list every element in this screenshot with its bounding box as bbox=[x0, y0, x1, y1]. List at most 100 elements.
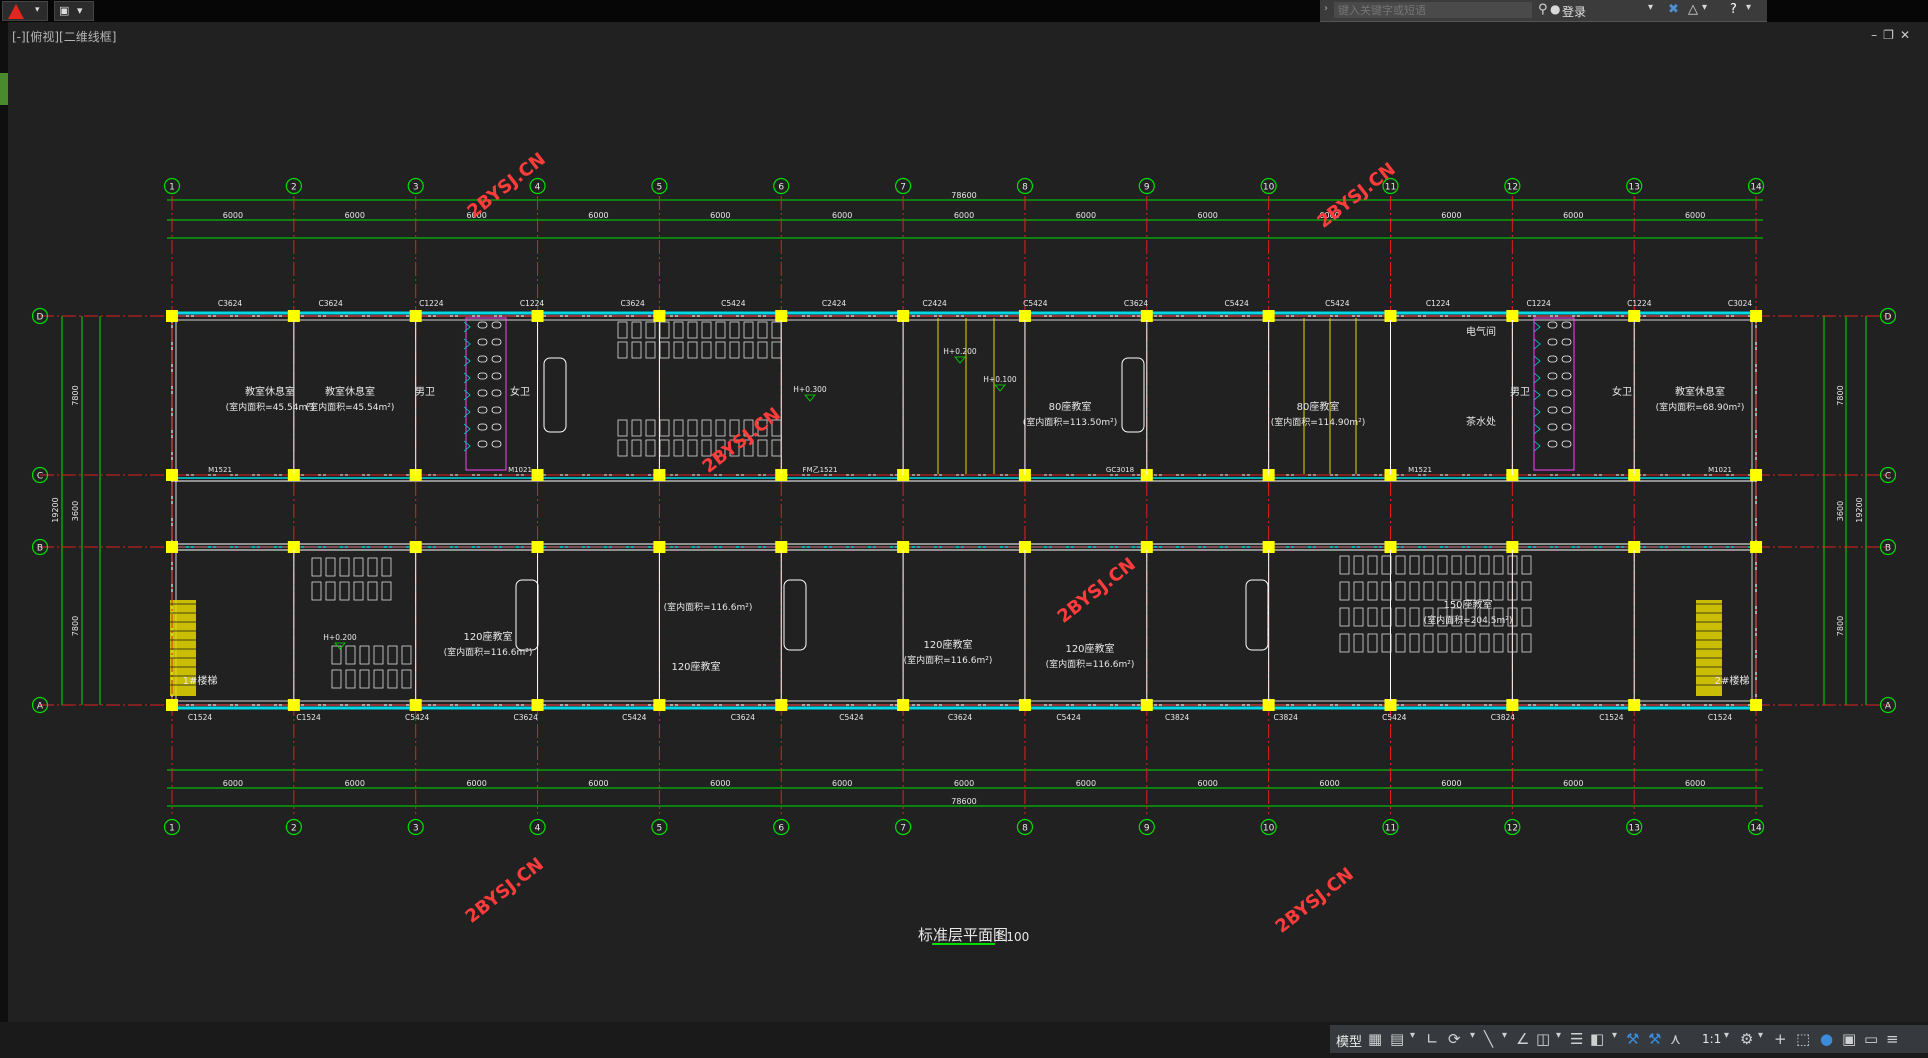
binoculars-icon[interactable]: ⚲ bbox=[1538, 2, 1548, 17]
structural-column bbox=[653, 699, 666, 711]
desk bbox=[771, 419, 782, 437]
workspace-gear-icon[interactable]: ⚙ bbox=[1740, 1030, 1754, 1048]
window-tag: C3824 bbox=[1274, 713, 1299, 722]
structural-column bbox=[531, 310, 544, 322]
toilet-fixture bbox=[1561, 372, 1572, 380]
annotation-scale-value[interactable]: 1:1 bbox=[1702, 1032, 1722, 1046]
room-area: (室内面积=114.90m²) bbox=[1271, 416, 1365, 428]
transparency-icon[interactable]: ◧ bbox=[1590, 1030, 1605, 1048]
minimize-icon[interactable]: – bbox=[1871, 28, 1884, 42]
login-label[interactable]: 登录 bbox=[1562, 5, 1587, 19]
toilet-fixture bbox=[1547, 423, 1558, 431]
desk bbox=[673, 321, 684, 339]
clean-screen-icon[interactable]: ▭ bbox=[1864, 1030, 1879, 1048]
desk bbox=[771, 321, 782, 339]
chevron-down-icon[interactable]: ▾ bbox=[1724, 1030, 1730, 1041]
structural-column bbox=[166, 541, 178, 553]
bay-dimension: 6000 bbox=[832, 779, 852, 788]
viewport-controls-label[interactable]: [-][俯视][二维线框] bbox=[12, 30, 117, 44]
desk bbox=[631, 341, 642, 359]
grid-bubble bbox=[1879, 696, 1897, 714]
desk bbox=[771, 341, 782, 359]
bay-dimension: 6000 bbox=[1563, 211, 1583, 220]
window-tag: C5424 bbox=[1023, 299, 1048, 308]
toilet-fixture bbox=[1561, 321, 1572, 329]
plus-icon[interactable]: + bbox=[1774, 1030, 1787, 1048]
depth-dimension: 3600 bbox=[71, 501, 80, 521]
chevron-down-icon[interactable]: ▾ bbox=[1612, 1030, 1618, 1041]
palette-indicator bbox=[0, 73, 8, 105]
level-triangle bbox=[334, 642, 346, 650]
chevron-down-icon[interactable]: ▾ bbox=[1470, 1030, 1476, 1041]
chevron-down-icon[interactable]: ▾ bbox=[1758, 1030, 1764, 1041]
quick-properties-icon[interactable]: ▣ bbox=[1842, 1030, 1857, 1048]
chevron-down-icon[interactable]: ▾ bbox=[77, 4, 83, 17]
snap-icon[interactable]: ▤ bbox=[1390, 1030, 1405, 1048]
grid-icon[interactable]: ▦ bbox=[1368, 1030, 1383, 1048]
expand-arrow-icon[interactable]: › bbox=[1324, 3, 1328, 14]
customization-icon[interactable]: ≡ bbox=[1886, 1030, 1899, 1048]
desk bbox=[729, 419, 740, 437]
annotation-visibility-icon[interactable]: ⚒ bbox=[1648, 1030, 1662, 1048]
grid-bubble bbox=[1382, 818, 1399, 836]
application-menu-button[interactable]: ▾ bbox=[2, 1, 48, 21]
desk bbox=[673, 419, 684, 437]
chevron-down-icon[interactable]: ▾ bbox=[1702, 2, 1708, 13]
grid-letter-label: C bbox=[1885, 472, 1891, 482]
exchange-icon[interactable]: ✖ bbox=[1668, 2, 1679, 17]
window-tag: C5424 bbox=[405, 713, 430, 722]
polar-icon[interactable]: ⟳ bbox=[1448, 1030, 1461, 1048]
desk bbox=[673, 439, 684, 457]
structural-column bbox=[1140, 310, 1153, 322]
hardware-acceleration-icon[interactable]: ● bbox=[1820, 1030, 1834, 1048]
desk bbox=[645, 321, 656, 339]
grid-bubble bbox=[31, 466, 49, 484]
quick-access-toolbar[interactable]: ▣ ▾ bbox=[54, 1, 94, 21]
status-toolbar: 模型 ▦ ▤ ▾ ∟ ⟳ ▾ ╲ ▾ ∠ ◫ ▾ ☰ ◧ ▾ ⚒ ⚒ ⋏ 1:1… bbox=[1330, 1025, 1928, 1053]
urinal-partition bbox=[1533, 355, 1541, 367]
annotation-scale-icon[interactable]: ⚒ bbox=[1626, 1030, 1640, 1048]
chevron-down-icon[interactable]: ▾ bbox=[1648, 2, 1654, 13]
chevron-down-icon[interactable]: ▾ bbox=[1746, 2, 1752, 13]
search-input[interactable] bbox=[1334, 2, 1532, 18]
grid-bubble bbox=[1626, 818, 1643, 836]
urinal-partition bbox=[1533, 440, 1541, 452]
bay-dimension: 6000 bbox=[954, 211, 974, 220]
close-icon[interactable]: ✕ bbox=[1899, 28, 1916, 42]
isolate-objects-icon[interactable]: ⬚ bbox=[1796, 1030, 1811, 1048]
chevron-down-icon[interactable]: ▾ bbox=[1502, 1030, 1508, 1041]
isodraft-icon[interactable]: ╲ bbox=[1484, 1030, 1494, 1048]
structural-column bbox=[531, 699, 544, 711]
desk bbox=[1493, 633, 1504, 653]
door-tag: M1521 bbox=[1408, 466, 1432, 474]
chevron-down-icon[interactable]: ▾ bbox=[1556, 1030, 1562, 1041]
room-area: (室内面积=45.54m²) bbox=[226, 401, 315, 413]
desk bbox=[359, 669, 370, 689]
restore-icon[interactable]: ❐ bbox=[1883, 28, 1900, 42]
toilet-fixture bbox=[1547, 440, 1558, 448]
window-tag: C1224 bbox=[1627, 299, 1652, 308]
grid-number-label: 3 bbox=[413, 824, 419, 834]
window-tag: C5424 bbox=[622, 713, 647, 722]
structural-column bbox=[409, 699, 422, 711]
model-tab[interactable]: 模型 bbox=[1336, 1035, 1363, 1050]
desk bbox=[1409, 555, 1420, 575]
desk bbox=[1437, 633, 1448, 653]
toilet-fixture bbox=[491, 338, 502, 346]
help-icon[interactable]: ? bbox=[1730, 2, 1737, 17]
a360-icon[interactable]: △ bbox=[1688, 2, 1698, 17]
desk bbox=[1367, 607, 1378, 627]
save-icon[interactable]: ▣ bbox=[59, 4, 70, 17]
osnap-icon[interactable]: ∠ bbox=[1516, 1030, 1530, 1048]
desk bbox=[1423, 555, 1434, 575]
desk bbox=[743, 439, 754, 457]
ortho-icon[interactable]: ∟ bbox=[1426, 1030, 1439, 1048]
otrack-icon[interactable]: ◫ bbox=[1536, 1030, 1551, 1048]
chevron-down-icon[interactable]: ▾ bbox=[1410, 1030, 1416, 1041]
desk bbox=[1423, 607, 1434, 627]
autoscale-icon[interactable]: ⋏ bbox=[1670, 1030, 1681, 1048]
structural-column bbox=[775, 310, 788, 322]
desk bbox=[617, 341, 628, 359]
lineweight-icon[interactable]: ☰ bbox=[1570, 1030, 1584, 1048]
